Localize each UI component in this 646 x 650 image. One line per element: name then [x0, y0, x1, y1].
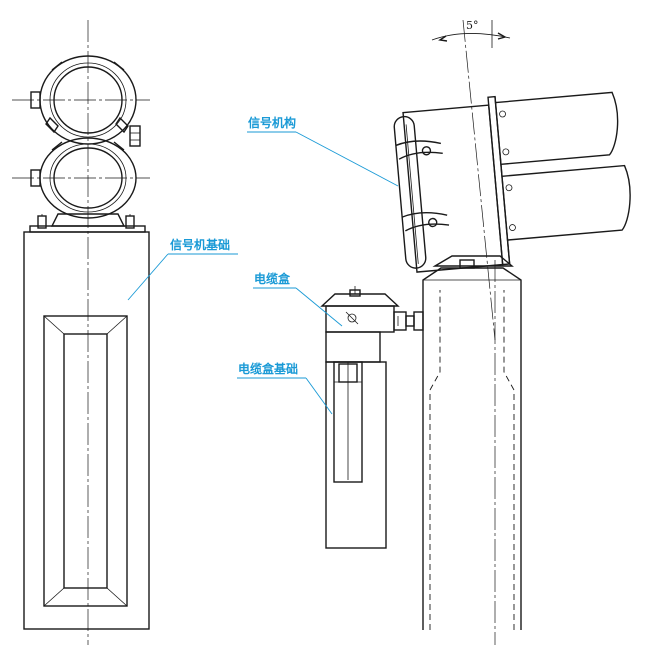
side-connector: [129, 125, 141, 147]
annotations: 信号机构 信号机基础 电缆盒 电缆盒基础: [127, 115, 399, 415]
upper-lamp: [30, 55, 137, 145]
angle-arc: [431, 33, 511, 41]
label-signal-foundation: 信号机基础: [170, 237, 230, 252]
right-view: 5°: [320, 19, 631, 645]
signal-mechanism: [393, 91, 631, 273]
angle-label: 5°: [466, 19, 479, 32]
tilted-axis-line: [462, 19, 496, 341]
mast-foundation: [422, 260, 522, 645]
signal-base: [29, 213, 146, 233]
label-cable-box: 电缆盒: [254, 271, 291, 286]
label-cable-box-foundation: 电缆盒基础: [238, 361, 298, 376]
left-view: [12, 20, 150, 645]
signal-foundation: [23, 231, 150, 630]
lower-lamp: [30, 137, 137, 219]
cable-box-foundation: [325, 361, 387, 549]
cable-box: [320, 286, 424, 363]
mechanism-mount: [432, 255, 514, 269]
label-signal-mechanism: 信号机构: [248, 115, 296, 130]
